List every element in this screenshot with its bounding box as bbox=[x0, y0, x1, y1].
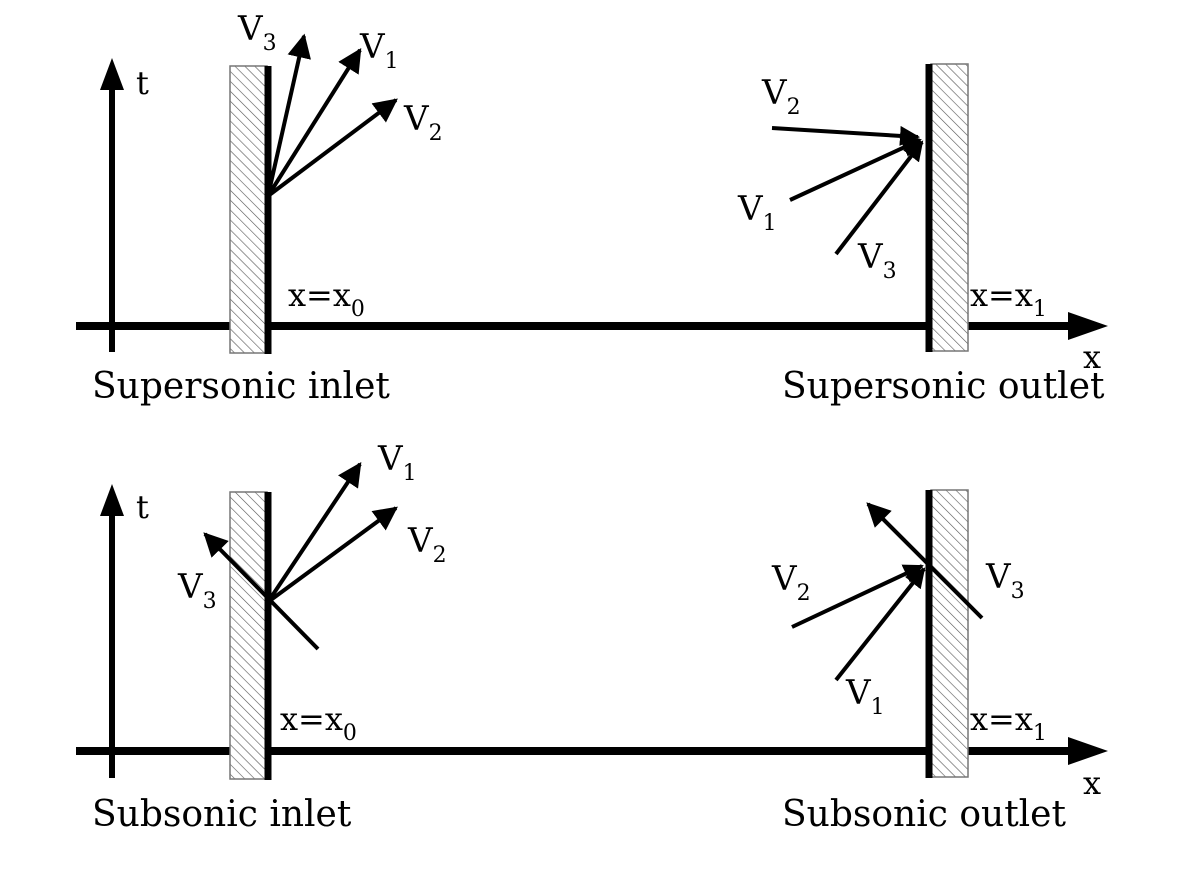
outlet-characteristic-v3-top bbox=[834, 140, 924, 256]
inlet-v2-label-top: V2 bbox=[403, 99, 443, 146]
x-axis-arrowhead-top bbox=[1068, 312, 1108, 340]
inlet-v2-label-bottom: V2 bbox=[407, 521, 447, 568]
inlet-v3-label-bottom: V3 bbox=[177, 567, 217, 614]
inlet-characteristic-v1-bottom bbox=[266, 462, 362, 604]
inlet-characteristic-v2-bottom bbox=[266, 506, 398, 604]
inlet-boundary-hatch-bottom bbox=[229, 491, 268, 780]
t-axis-arrowhead-bottom bbox=[100, 484, 124, 516]
top-panel: t x x=x0 V3 V1 V2 x=x1 V2 V1 V3 Superson… bbox=[76, 9, 1108, 407]
outlet-position-label-bottom: x=x1 bbox=[970, 700, 1047, 746]
x-axis-label-top: x bbox=[1083, 338, 1101, 376]
outlet-v3-label-top: V3 bbox=[857, 237, 897, 284]
outlet-characteristic-v2-top bbox=[771, 125, 920, 146]
outlet-characteristic-v1-bottom bbox=[834, 567, 926, 682]
outlet-v2-label-top: V2 bbox=[761, 73, 801, 120]
outlet-caption-top: Supersonic outlet bbox=[782, 366, 1105, 407]
inlet-caption-bottom: Subsonic inlet bbox=[92, 794, 352, 835]
outlet-characteristic-v2-bottom bbox=[791, 564, 924, 629]
inlet-position-label-top: x=x0 bbox=[288, 276, 365, 322]
outlet-position-label-top: x=x1 bbox=[970, 276, 1047, 322]
t-axis-arrowhead-top bbox=[100, 58, 124, 90]
outlet-characteristic-v3-bottom bbox=[866, 502, 984, 620]
inlet-v3-label-top: V3 bbox=[237, 9, 277, 56]
x-axis-arrowhead-bottom bbox=[1068, 737, 1108, 765]
inlet-boundary-hatch-top bbox=[229, 65, 268, 354]
inlet-characteristic-v2-top bbox=[266, 98, 398, 198]
outlet-v1-label-top: V1 bbox=[737, 189, 777, 236]
x-axis-label-bottom: x bbox=[1083, 764, 1101, 802]
outlet-v2-label-bottom: V2 bbox=[771, 559, 811, 606]
inlet-characteristic-v1-top bbox=[266, 47, 362, 198]
outlet-boundary-hatch-bottom bbox=[930, 489, 969, 778]
t-axis-label-bottom: t bbox=[136, 488, 149, 526]
t-axis-label-top: t bbox=[136, 64, 149, 102]
outlet-characteristic-v1-top bbox=[789, 138, 922, 202]
outlet-v1-label-bottom: V1 bbox=[845, 673, 885, 720]
inlet-caption-top: Supersonic inlet bbox=[92, 366, 390, 407]
outlet-caption-bottom: Subsonic outlet bbox=[782, 794, 1066, 835]
inlet-v1-label-top: V1 bbox=[359, 27, 399, 74]
inlet-characteristic-v3-top bbox=[266, 33, 311, 197]
inlet-v1-label-bottom: V1 bbox=[377, 439, 417, 486]
inlet-characteristic-v3-bottom bbox=[203, 532, 320, 651]
bottom-panel: t x x=x0 V1 V2 V3 x=x1 V2 V1 V3 Subsonic… bbox=[76, 439, 1108, 835]
outlet-boundary-hatch-top bbox=[930, 63, 969, 352]
inlet-position-label-bottom: x=x0 bbox=[280, 700, 357, 746]
outlet-v3-label-bottom: V3 bbox=[985, 557, 1025, 604]
